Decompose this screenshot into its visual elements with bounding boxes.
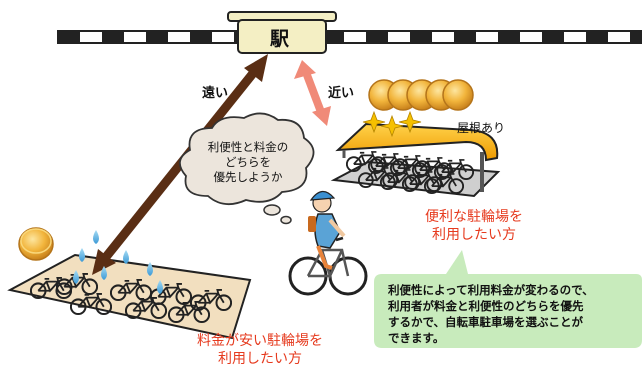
coin-stack-convenient: [368, 79, 474, 111]
sparkle-icons: [362, 110, 422, 138]
roof-shelter: [335, 122, 499, 192]
convenient-lot-line: 利用したい方: [432, 227, 516, 243]
explanation-text: 利便性によって利用料金が変わるので、 利用者が料金と利便性のどちらを優先 するか…: [388, 282, 638, 346]
cheap-lot-ground: [7, 253, 252, 340]
station-sign: [227, 11, 337, 54]
convenient-lot-line: 便利な駐輪場を: [425, 209, 523, 225]
thought-cloud: [179, 112, 315, 225]
cheap-lot-caption: 料金が安い駐輪場を 利用したい方: [178, 332, 342, 368]
explanation-bubble: [374, 250, 642, 348]
station-label: 駅: [270, 28, 290, 50]
cheap-lot-line: 料金が安い駐輪場を: [197, 333, 323, 349]
near-arrow: [294, 60, 331, 126]
coin-stack-cheap: [18, 227, 54, 261]
convenient-lot-caption: 便利な駐輪場を 利用したい方: [408, 208, 540, 244]
explanation-line: 利便性によって利用料金が変わるので、: [388, 283, 594, 297]
rail-track: [57, 30, 642, 44]
explanation-line: 利用者が料金と利便性のどちらを優先: [388, 299, 584, 313]
explanation-line: するかで、自転車駐車場を選ぶことが: [388, 315, 584, 329]
thought-line: 優先しようか: [213, 170, 283, 184]
far-label: 遠い: [202, 86, 229, 101]
explanation-line: できます。: [388, 331, 445, 345]
roof-label: 屋根あり: [457, 121, 506, 135]
near-label: 近い: [328, 86, 355, 101]
cyclist-figure: [288, 190, 368, 296]
thought-line: どちらを: [225, 155, 271, 169]
cheap-lot-line: 利用したい方: [218, 351, 302, 367]
thought-text: 利便性と料金の どちらを 優先しようか: [192, 140, 304, 185]
water-drop-icons: [73, 230, 163, 294]
thought-line: 利便性と料金の: [207, 140, 289, 154]
